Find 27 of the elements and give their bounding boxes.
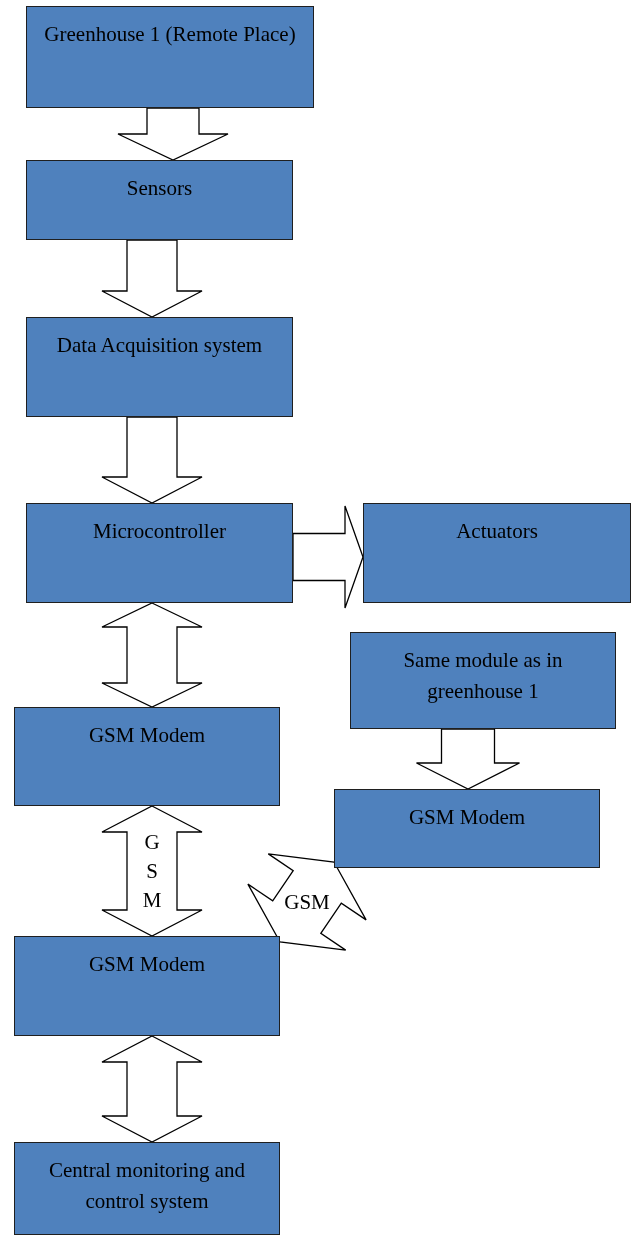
box-label: GSM Modem: [408, 804, 526, 831]
box-label: Greenhouse 1 (Remote Place): [44, 21, 296, 48]
block-arrow: [101, 602, 203, 708]
process-box: [26, 6, 314, 108]
block-arrow: [101, 239, 203, 318]
block-arrow: [101, 416, 203, 504]
block-arrow: [415, 728, 521, 790]
box-label: Actuators: [456, 518, 538, 545]
box-label: Sensors: [126, 175, 193, 202]
process-box: [14, 707, 280, 806]
box-label: Central monitoring and control system: [48, 1157, 246, 1215]
box-label: GSM Modem: [88, 951, 206, 978]
block-arrow: [101, 1035, 203, 1143]
process-box: [26, 503, 293, 603]
box-label: Data Acquisition system: [56, 332, 263, 359]
process-box: [14, 1142, 280, 1235]
block-arrow: [292, 505, 364, 609]
block-arrow: [117, 107, 229, 161]
process-box: [363, 503, 631, 603]
process-box: [350, 632, 616, 729]
box-label: Same module as in greenhouse 1: [402, 647, 564, 705]
process-box: [26, 160, 293, 240]
process-box: [14, 936, 280, 1036]
process-box: [334, 789, 600, 868]
process-box: [26, 317, 293, 417]
box-label: Microcontroller: [93, 518, 226, 545]
box-label: GSM Modem: [88, 722, 206, 749]
